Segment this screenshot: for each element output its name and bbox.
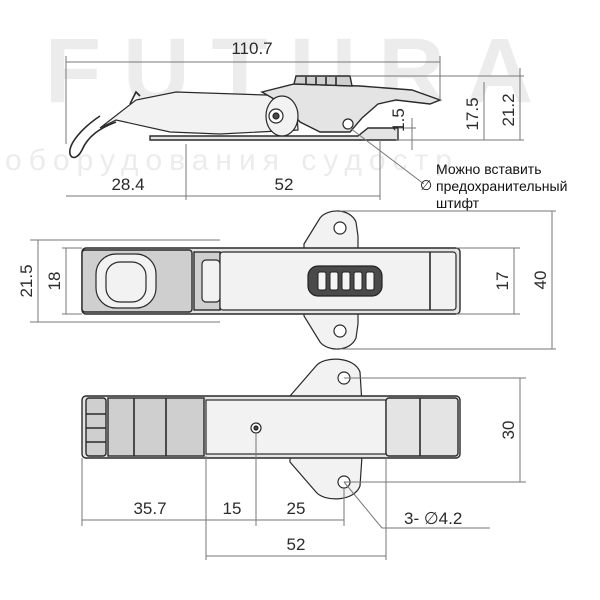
dim-bottom-plate-height: 30 [499, 421, 518, 440]
dim-top-inner-width: 18 [45, 272, 64, 291]
note-line-1: Можно вставить [436, 161, 542, 177]
dim-hook-length: 28.4 [111, 175, 144, 194]
safety-pin-note: ∅ Можно вставить предохранительный штифт [349, 127, 567, 211]
top-pivot-barrel [201, 259, 221, 303]
bottom-hook-section [107, 397, 205, 457]
dim-hole-spec: 3- ∅4.2 [404, 509, 462, 528]
dim-height-total: 21.2 [499, 93, 518, 126]
side-safety-pin-hole [342, 118, 354, 130]
dim-bottom-pivot-offset: 15 [223, 499, 242, 518]
side-grip [293, 75, 353, 87]
dim-top-outer-width: 21.5 [17, 264, 36, 297]
side-view-dimensions: 110.7 21.2 17.5 1.5 28.4 52 [65, 39, 524, 200]
top-grip-slots [317, 271, 375, 291]
dim-bottom-body-length: 52 [287, 535, 306, 554]
side-grip-ridges [305, 77, 337, 85]
bottom-frame [205, 399, 387, 455]
dim-offset: 1.5 [389, 108, 408, 132]
side-view [69, 75, 442, 159]
dim-body-length: 52 [275, 175, 294, 194]
side-pivot-screw-head [272, 112, 280, 120]
top-hook-inner [105, 261, 147, 303]
dim-top-body-width: 17 [493, 272, 512, 291]
watermark-tagline: оборудования судостр [5, 144, 459, 177]
bottom-view-dimensions: 30 35.7 15 25 52 3- ∅4.2 [81, 377, 526, 560]
top-plate-hole-upper [333, 221, 347, 235]
top-view [81, 210, 461, 350]
side-hook-curl [69, 115, 117, 159]
bottom-end-section [385, 397, 459, 457]
top-plate-hole-lower [333, 324, 347, 338]
side-hook-tip [129, 90, 141, 105]
note-line-3: штифт [436, 195, 480, 211]
dim-total-length: 110.7 [231, 39, 272, 58]
note-diameter-symbol: ∅ [420, 177, 432, 193]
side-lever [260, 83, 442, 133]
side-hook-arm [99, 91, 299, 135]
top-view-dimensions: 21.5 18 17 40 [17, 210, 556, 350]
bottom-pivot-rivet-core [253, 425, 259, 431]
dim-height-body: 17.5 [463, 97, 482, 130]
bottom-view [81, 358, 461, 500]
note-line-2: предохранительный [436, 178, 567, 194]
bottom-hinge [85, 397, 107, 457]
dim-top-plate-width: 40 [531, 271, 550, 290]
dim-bottom-hole-offset: 25 [287, 499, 306, 518]
dim-bottom-hook-length: 35.7 [133, 499, 166, 518]
